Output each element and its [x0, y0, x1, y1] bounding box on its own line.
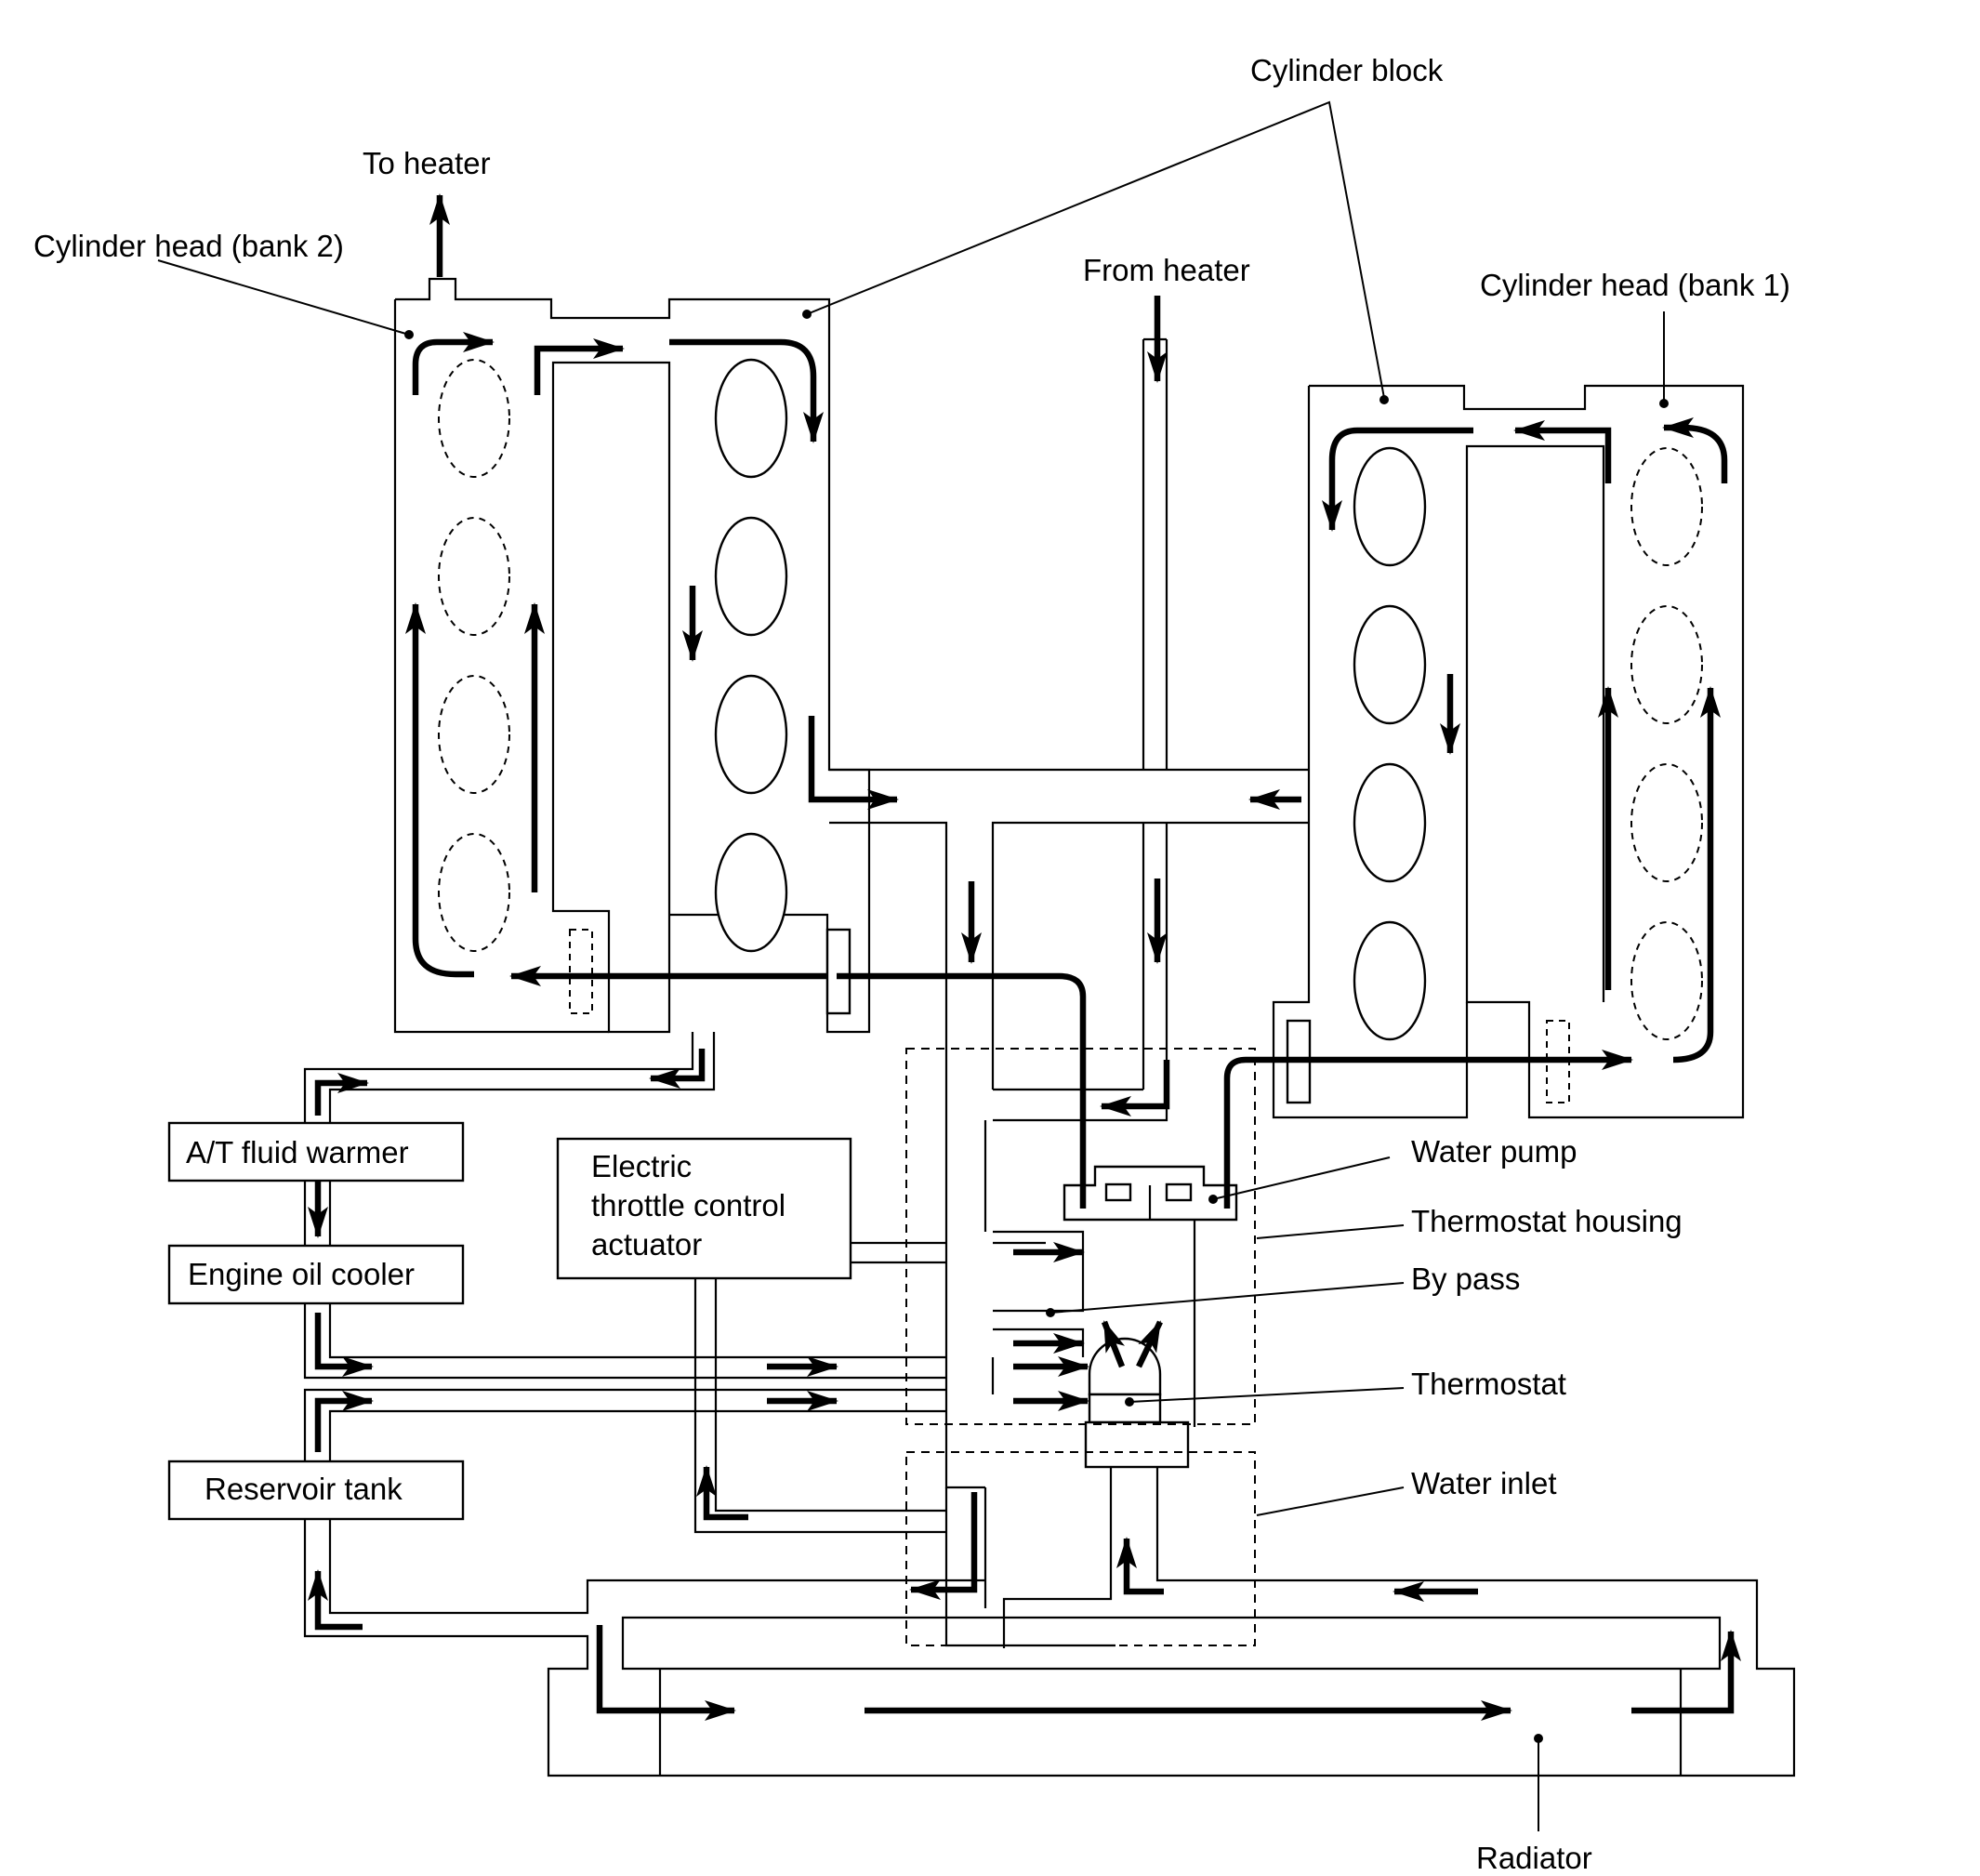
label-radiator: Radiator [1476, 1841, 1592, 1875]
label-etc-line2: throttle control [591, 1188, 785, 1222]
at-fluid-warmer-box [167, 1121, 465, 1182]
bank1-cylinders [1353, 446, 1703, 1041]
etc-actuator-box [556, 1137, 852, 1280]
label-from-heater: From heater [1083, 253, 1250, 287]
leader-lines [157, 100, 1669, 1831]
label-thermostat-housing: Thermostat housing [1411, 1204, 1683, 1238]
accessory-pipes [303, 1032, 1046, 1650]
label-cylinder-head-bank1: Cylinder head (bank 1) [1480, 268, 1790, 302]
label-by-pass: By pass [1411, 1262, 1520, 1296]
bank2-cylinders [438, 358, 788, 953]
water-inlet-outline [905, 1451, 1256, 1646]
label-engine-oil-cooler: Engine oil cooler [188, 1257, 415, 1291]
label-water-inlet: Water inlet [1411, 1466, 1557, 1500]
label-water-pump: Water pump [1411, 1134, 1577, 1169]
flow-arrows [308, 193, 1741, 1721]
label-thermostat: Thermostat [1411, 1367, 1566, 1401]
label-etc-line1: Electric [591, 1149, 692, 1183]
engine-oil-cooler-box [167, 1244, 465, 1305]
label-etc-line3: actuator [591, 1227, 702, 1262]
thermostat-valve [1002, 1337, 1413, 1648]
bank2-block-port [825, 928, 851, 1015]
label-at-fluid-warmer: A/T fluid warmer [186, 1135, 409, 1169]
label-cylinder-block: Cylinder block [1250, 53, 1444, 87]
water-pump [1063, 1165, 1238, 1222]
cylinder-head-bank1 [1272, 384, 1745, 1119]
label-to-heater: To heater [363, 146, 491, 180]
bank2-head-port [569, 929, 593, 1014]
thermostat-housing-outline [905, 1048, 1256, 1425]
reservoir-tank-box [167, 1460, 465, 1521]
label-reservoir-tank: Reservoir tank [205, 1472, 403, 1506]
radiator [547, 1579, 1796, 1777]
cylinder-head-bank2 [393, 277, 871, 1034]
label-cylinder-head-bank2: Cylinder head (bank 2) [33, 229, 344, 263]
central-water-gallery [829, 337, 1309, 1647]
